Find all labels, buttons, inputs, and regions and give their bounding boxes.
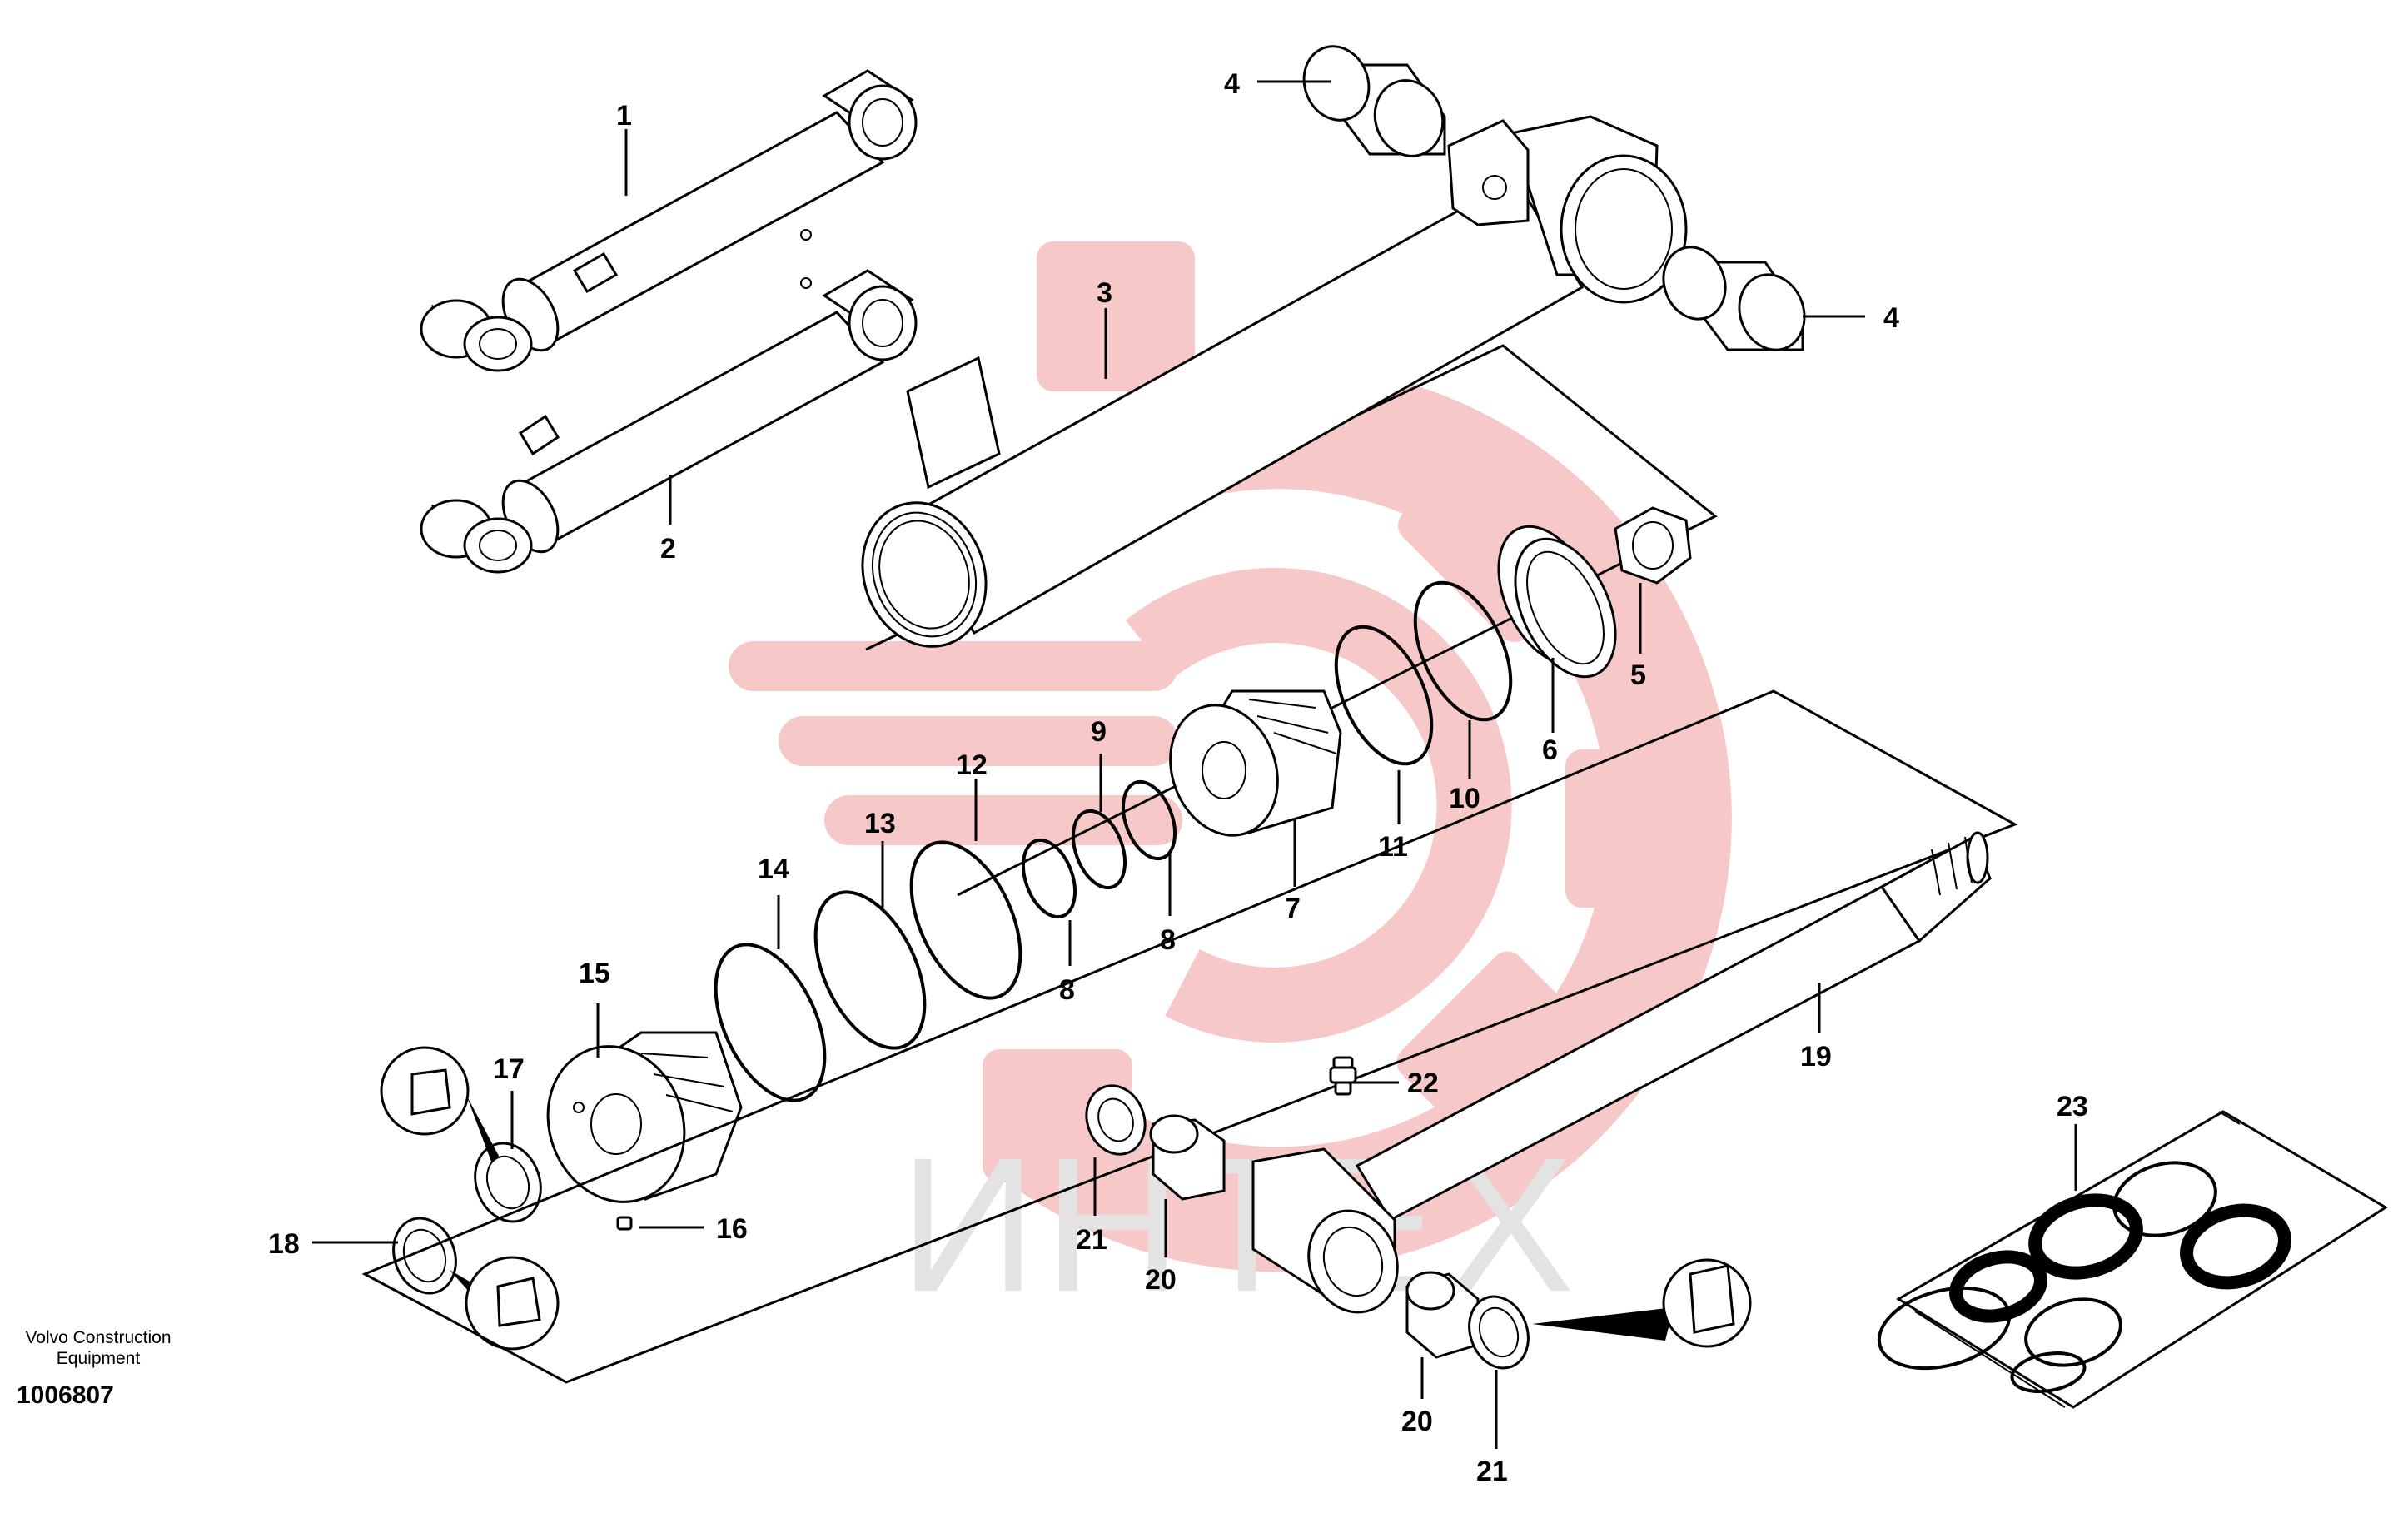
part-9-ring: [1071, 809, 1127, 890]
part-11-ring: [1334, 625, 1434, 766]
callout-19: 19: [1800, 1041, 1832, 1073]
part-3-cylinder-tube: [861, 115, 1718, 897]
leader-lines: [312, 80, 2077, 1449]
part-15-cylinder-head: [546, 1031, 743, 1203]
part-19-piston-rod: [361, 689, 2018, 1384]
part-18-seal: [392, 1217, 560, 1351]
callout-7: 7: [1285, 893, 1301, 924]
callout-8-right: 8: [1160, 924, 1176, 956]
part-12-ring: [909, 840, 1022, 1000]
callout-11: 11: [1378, 831, 1408, 863]
callout-2: 2: [660, 533, 676, 565]
footer: Volvo Construction Equipment 1006807: [17, 1328, 172, 1409]
part-8-ring-left: [1021, 838, 1077, 919]
part-7-piston: [1169, 689, 1342, 837]
callout-4-right: 4: [1883, 302, 1899, 334]
part-13-ring: [813, 890, 927, 1050]
callout-22: 22: [1407, 1068, 1439, 1099]
part-20-bushing-right: [1405, 1271, 1480, 1359]
drawing-number: 1006807: [17, 1381, 114, 1409]
part-22-grease-nipple: [1329, 1056, 1357, 1096]
part-14-ring: [714, 943, 827, 1102]
part-10-ring: [1413, 580, 1513, 722]
callout-1: 1: [616, 100, 632, 132]
callout-10: 10: [1449, 783, 1480, 814]
part-23-seal-kit: [1877, 1110, 2388, 1409]
part-4-bushing-top: [1302, 45, 1446, 157]
callout-6: 6: [1542, 734, 1558, 766]
part-8-ring-right: [1121, 779, 1177, 861]
callout-18: 18: [268, 1228, 300, 1260]
part-1-small-cylinder: [420, 69, 918, 372]
manufacturer-credit-line2: Equipment: [57, 1349, 141, 1368]
part-2-small-cylinder: [420, 269, 918, 574]
callout-17: 17: [493, 1053, 525, 1085]
callout-21-left: 21: [1076, 1224, 1107, 1256]
callout-9: 9: [1091, 716, 1107, 748]
callout-21-right: 21: [1476, 1456, 1508, 1487]
callout-5: 5: [1630, 659, 1646, 691]
part-6-wear-ring: [1497, 525, 1617, 679]
callout-14: 14: [758, 854, 789, 885]
callout-13: 13: [864, 808, 896, 839]
manufacturer-credit-line1: Volvo Construction: [25, 1328, 171, 1347]
part-4-bushing-right: [1662, 246, 1806, 351]
part-21-seal-right: [1468, 1258, 1752, 1370]
part-17-seal: [380, 1046, 542, 1223]
callout-20-right: 20: [1401, 1406, 1433, 1437]
callout-15: 15: [579, 958, 610, 989]
callout-3: 3: [1097, 277, 1112, 309]
callout-16: 16: [716, 1213, 748, 1245]
part-20-bushing-left: [1149, 1114, 1226, 1201]
callout-12: 12: [956, 749, 988, 781]
part-16-pin: [616, 1216, 633, 1231]
callout-23: 23: [2057, 1091, 2088, 1122]
callout-8-left: 8: [1059, 974, 1075, 1006]
part-5-nut: [1614, 506, 1692, 585]
callout-4-top: 4: [1224, 68, 1240, 100]
part-21-seal-left: [1085, 1084, 1147, 1156]
callout-20-left: 20: [1145, 1264, 1177, 1296]
callout-labels: 1 2 3 4 4 5 6 7 8 8 9 10 11 12 13 14 15 …: [268, 68, 2088, 1487]
